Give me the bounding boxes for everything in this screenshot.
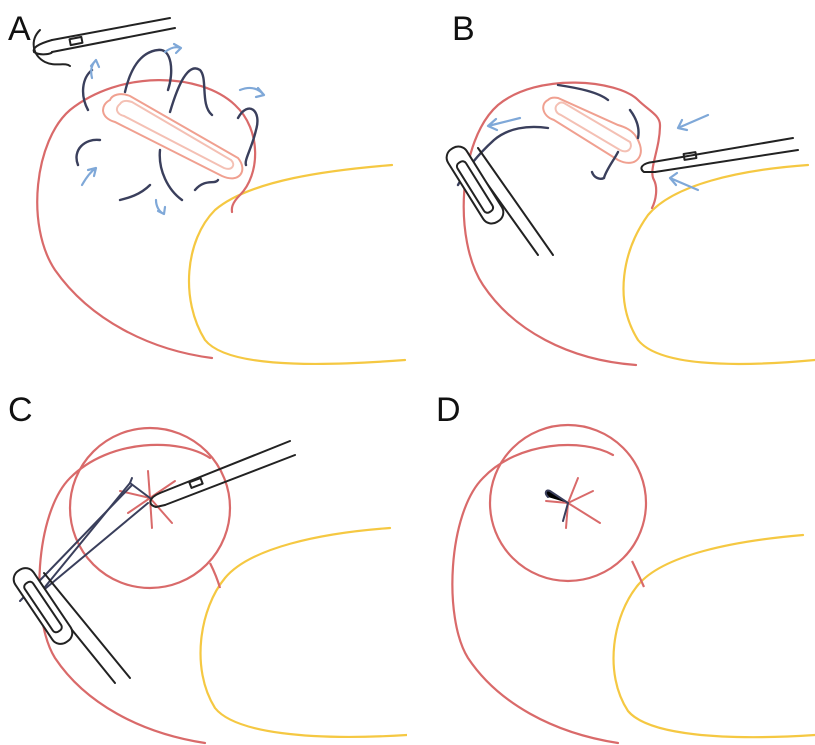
panel-b-drawing: [408, 0, 815, 372]
mucosal-defect-inner: [117, 101, 233, 169]
adjacent-organ-outline: [201, 528, 407, 737]
panel-c: C: [0, 373, 407, 745]
closed-suture-star: [546, 478, 600, 528]
endoscope-instrument: [641, 138, 798, 172]
panel-label-d: D: [436, 393, 461, 427]
stomach-outline: [452, 445, 618, 743]
clip-applicator: [443, 143, 553, 255]
panel-a-drawing: [0, 0, 407, 372]
stomach-outline: [37, 80, 255, 358]
adjacent-organ-outline: [189, 165, 405, 364]
panel-a: A: [0, 0, 407, 372]
endoscope-instrument: [34, 18, 175, 66]
panel-d-drawing: [408, 373, 815, 745]
adjacent-organ-outline: [624, 165, 815, 364]
clip-applicator: [10, 564, 130, 683]
panel-label-a: A: [8, 12, 31, 46]
panel-label-b: B: [452, 12, 475, 46]
stomach-fold: [210, 563, 220, 588]
panel-label-c: C: [8, 393, 33, 427]
panel-d: D: [408, 373, 815, 745]
panel-c-drawing: [0, 373, 407, 745]
panel-b: B: [408, 0, 815, 372]
mucosal-defect-outer: [543, 98, 641, 163]
stomach-fold: [632, 561, 644, 587]
tension-arrows: [82, 44, 264, 214]
adjacent-organ-outline: [614, 535, 815, 737]
